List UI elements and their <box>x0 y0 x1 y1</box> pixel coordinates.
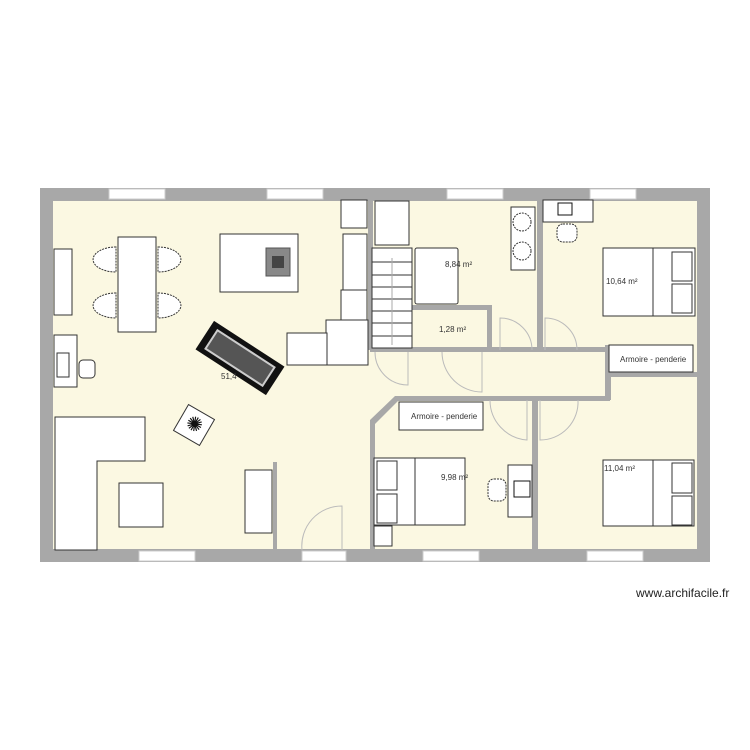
chair <box>157 246 182 273</box>
room-area-bathroom: 8,84 m² <box>445 260 472 269</box>
cooktop-hood <box>265 247 291 277</box>
chair <box>92 246 117 273</box>
windows <box>108 188 644 562</box>
pillow <box>671 462 693 494</box>
pillow <box>376 493 398 524</box>
watermark: www.archifacile.fr <box>636 586 730 600</box>
plant: ✺ <box>172 403 216 447</box>
desk <box>542 199 594 223</box>
doors <box>301 317 579 551</box>
sideboard <box>53 248 73 316</box>
dining-table <box>117 236 157 333</box>
room-area-living: 51,4 <box>221 372 237 381</box>
pillow <box>671 251 693 282</box>
chair <box>92 292 117 319</box>
pillow <box>671 495 693 526</box>
coffee-table <box>118 482 164 528</box>
room-area-bedroom-bottom-middle: 9,98 m² <box>441 473 468 482</box>
desk-chair <box>556 223 578 243</box>
desk <box>507 464 533 518</box>
living-furniture: ✺ <box>53 199 369 551</box>
computer <box>513 480 531 498</box>
computer <box>557 202 573 216</box>
kitchen-counter <box>286 332 328 366</box>
room-area-bedroom-bottom-right: 11,04 m² <box>604 464 635 473</box>
fridge <box>340 199 368 229</box>
wardrobe-label: Armoire - penderie <box>620 355 687 364</box>
sink <box>342 233 368 291</box>
computer <box>56 352 70 378</box>
stairs <box>371 247 413 349</box>
outer-walls <box>40 188 710 562</box>
dishwasher <box>340 289 368 321</box>
kitchen-corner-counter <box>325 319 369 366</box>
basin <box>512 241 532 261</box>
sofa <box>54 416 146 551</box>
room-area-wc: 1,28 m² <box>439 325 466 334</box>
tv-rug <box>195 320 285 396</box>
cooktop-hood-inner <box>272 256 284 268</box>
wardrobe <box>398 401 484 431</box>
shower <box>414 247 459 305</box>
chair <box>157 292 182 319</box>
desk <box>53 334 78 388</box>
interior-walls <box>273 200 697 550</box>
pillow <box>671 283 693 314</box>
basin <box>512 212 532 232</box>
pillow <box>376 460 398 491</box>
tv-cabinet <box>244 469 273 534</box>
room-area-bedroom-top-right: 10,64 m² <box>606 277 638 286</box>
wardrobe <box>608 344 694 373</box>
nightstand <box>373 525 393 547</box>
desk-chair <box>78 359 96 379</box>
wardrobe-label: Armoire - penderie <box>411 412 478 421</box>
toilet <box>374 200 410 246</box>
desk-chair <box>487 478 507 502</box>
